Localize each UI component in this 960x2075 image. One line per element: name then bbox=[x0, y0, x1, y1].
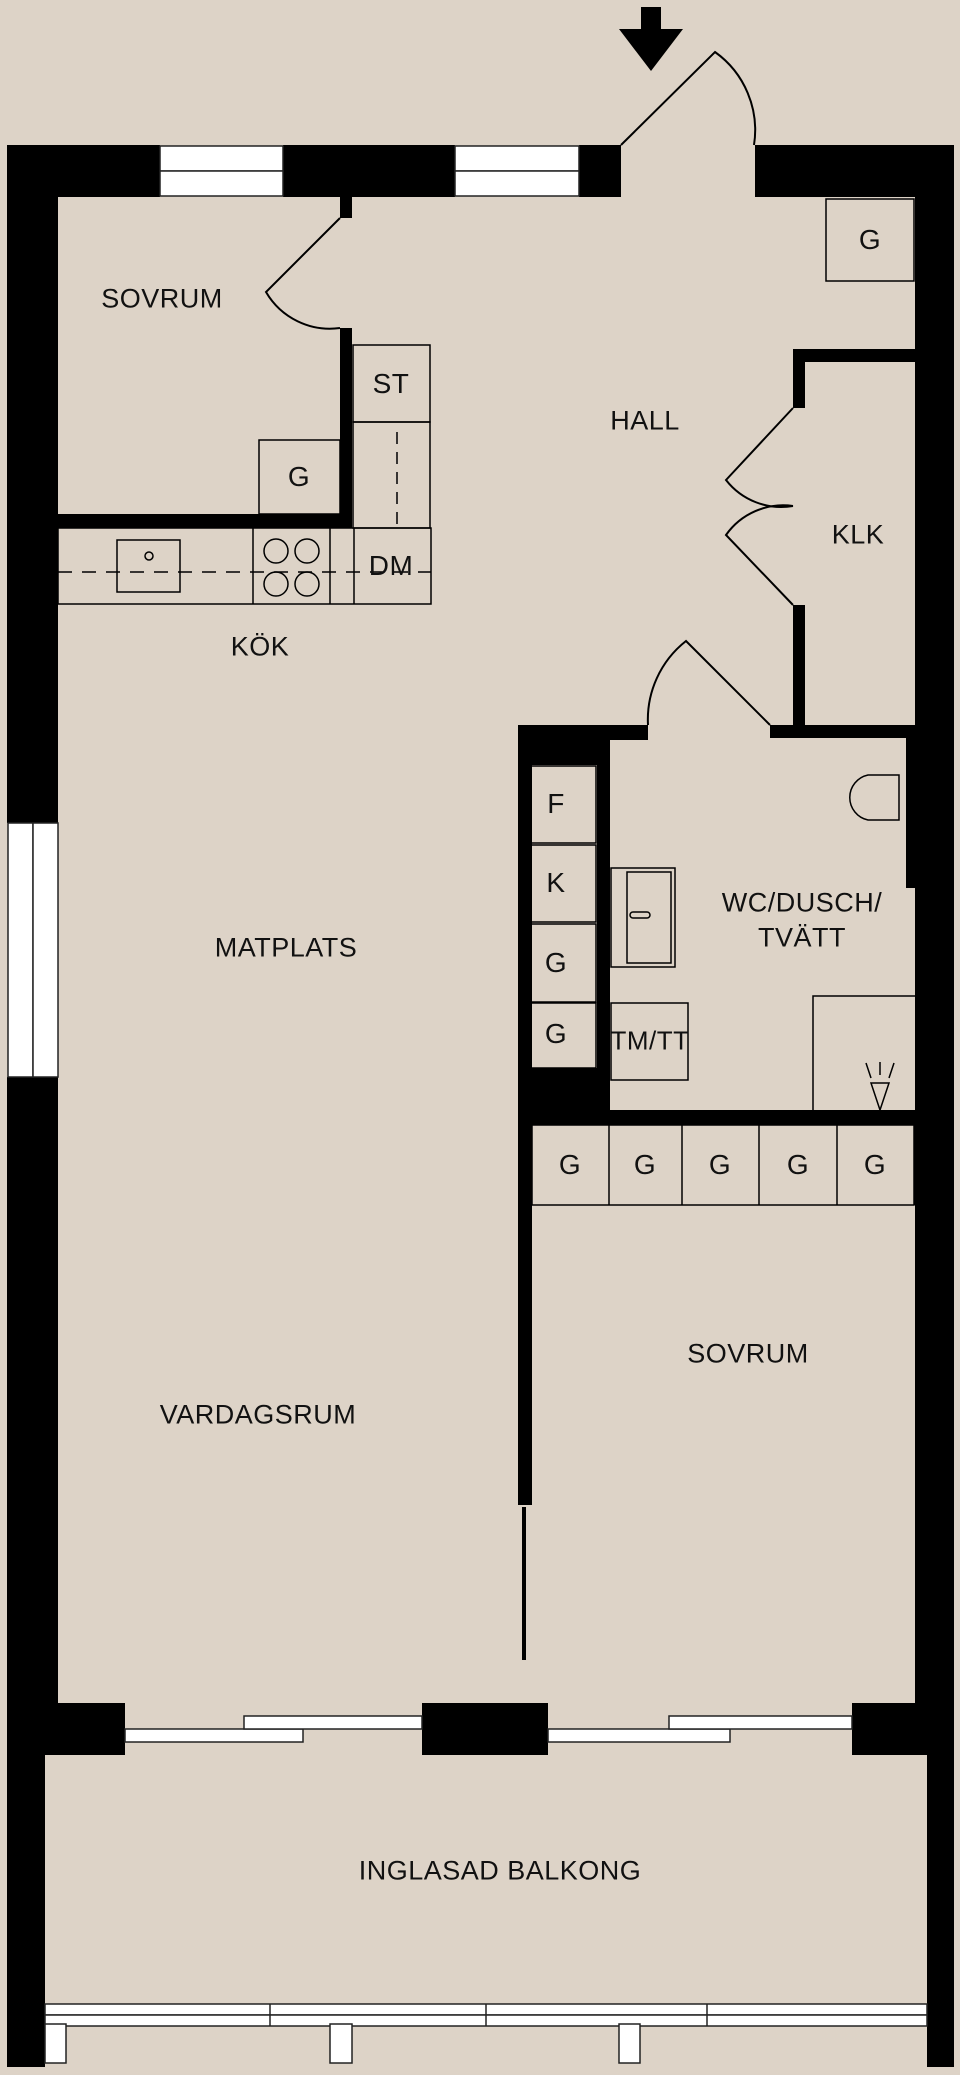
room-label-wc-line1: WC/DUSCH/ bbox=[721, 887, 883, 918]
room-label-sovrum-1: SOVRUM bbox=[101, 283, 223, 314]
hall-wardrobe-label: G bbox=[858, 224, 882, 255]
room-label-matplats: MATPLATS bbox=[214, 932, 358, 963]
windows bbox=[7, 145, 928, 2064]
room-label-klk: KLK bbox=[831, 519, 885, 550]
wardrobe-label: G bbox=[558, 1149, 582, 1180]
room-label-hall: HALL bbox=[610, 405, 680, 436]
wardrobe-label: G bbox=[708, 1149, 732, 1180]
fixtures bbox=[57, 198, 925, 1206]
wardrobe-label: G bbox=[633, 1149, 657, 1180]
room-label-sovrum-2: SOVRUM bbox=[687, 1338, 809, 1369]
bedroom1-wardrobe-label: G bbox=[287, 461, 311, 492]
arrow-down-icon bbox=[619, 7, 683, 71]
closet-k-label: K bbox=[546, 867, 566, 898]
room-label-kok: KÖK bbox=[230, 631, 290, 662]
st-label: ST bbox=[372, 368, 410, 399]
room-label-balkong: INGLASAD BALKONG bbox=[358, 1855, 642, 1886]
dm-label: DM bbox=[368, 550, 414, 581]
doors bbox=[264, 50, 794, 1660]
walls bbox=[7, 145, 954, 2067]
room-label-vardagsrum: VARDAGSRUM bbox=[159, 1399, 357, 1430]
tm-tt-label: TM/TT bbox=[610, 1025, 690, 1056]
closet-g1-label: G bbox=[544, 947, 568, 978]
room-label-wc-line2: TVÄTT bbox=[758, 922, 846, 953]
closet-f-label: F bbox=[547, 788, 565, 819]
glazing-dividers bbox=[269, 2004, 708, 2026]
sink-drain bbox=[629, 911, 651, 919]
wardrobe-label: G bbox=[786, 1149, 810, 1180]
wardrobe-label: G bbox=[863, 1149, 887, 1180]
closet-g2-label: G bbox=[544, 1018, 568, 1049]
